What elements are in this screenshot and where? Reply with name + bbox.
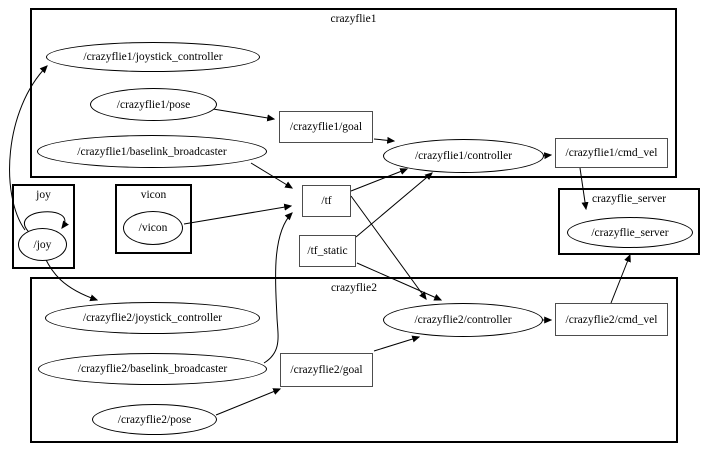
edge-pose2-to-goal2 [215,388,282,416]
edge-joy-to-joystick-controller1 [9,65,48,231]
edge-joy-self-loop [24,211,69,232]
topic-tf: /tf [302,185,351,217]
node-crazyflie1-baselink-broadcaster: /crazyflie1/baselink_broadcaster [37,135,267,168]
node-crazyflie2-joystick-controller: /crazyflie2/joystick_controller [45,302,260,334]
edge-tf-to-controller2 [350,195,427,300]
node-crazyflie1-controller: /crazyflie1/controller [383,139,544,173]
cluster-vicon: vicon [115,184,192,254]
edge-baselink1-to-tf [250,162,294,189]
node-crazyflie2-controller: /crazyflie2/controller [383,303,543,337]
edge-joy-to-joystick-controller2 [44,257,99,302]
cluster-crazyflie1: crazyflie1 [30,8,677,178]
edge-cmd-vel1-to-server [579,167,589,211]
edge-goal2-to-controller2 [373,335,421,352]
edge-vicon-to-tf [183,203,293,225]
edge-cmd-vel2-to-server [610,253,631,304]
edge-goal1-to-controller1 [373,136,396,144]
cluster-joy: joy [12,184,75,269]
topic-tf-static: /tf_static [299,235,356,267]
topic-crazyflie2-cmd-vel: /crazyflie2/cmd_vel [555,303,668,336]
node-crazyflie2-baselink-broadcaster: /crazyflie2/baselink_broadcaster [38,353,267,385]
node-crazyflie1-pose: /crazyflie1/pose [90,88,217,121]
node-vicon: /vicon [123,211,183,245]
topic-crazyflie1-goal: /crazyflie1/goal [279,111,373,143]
topic-crazyflie2-goal: /crazyflie2/goal [280,353,373,387]
cluster-crazyflie-server-label: crazyflie_server [591,193,667,205]
node-crazyflie-server: /crazyflie_server [567,217,693,248]
edge-baselink2-to-tf [263,212,293,364]
edge-tf-static-to-controller2 [356,262,443,301]
cluster-vicon-label: vicon [140,189,167,201]
cluster-crazyflie2: crazyflie2 [30,277,678,443]
topic-crazyflie1-cmd-vel: /crazyflie1/cmd_vel [555,138,668,168]
node-crazyflie2-pose: /crazyflie2/pose [92,404,217,435]
edge-pose1-to-goal1 [212,108,276,122]
edge-tf-static-to-controller1 [355,172,433,238]
cluster-joy-label: joy [36,189,51,201]
node-crazyflie1-joystick-controller: /crazyflie1/joystick_controller [46,42,260,72]
cluster-crazyflie2-label: crazyflie2 [331,282,377,294]
edge-tf-to-controller1 [350,168,409,192]
node-joy: /joy [18,228,67,261]
cluster-crazyflie1-label: crazyflie1 [330,13,377,25]
